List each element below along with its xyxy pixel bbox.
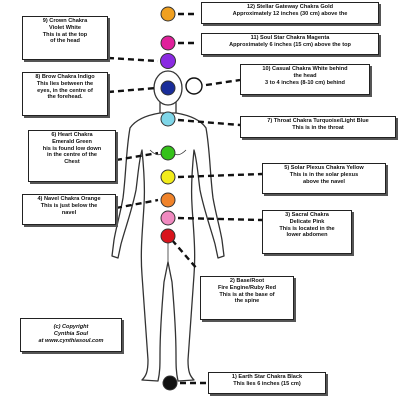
- brow-line-3: eyes, in the centre of: [37, 87, 93, 94]
- soul-star-label: 11) Soul Star Chakra Magenta Approximate…: [201, 33, 379, 55]
- base-chakra-dot: [160, 228, 176, 244]
- base-line-1: 2) Base/Root: [229, 278, 265, 284]
- causal-label: 10) Casual Chakra White behind the head …: [240, 64, 370, 95]
- sacral-line-3: This is located in the: [279, 225, 335, 232]
- stellar-gateway-chakra-dot: [160, 6, 176, 22]
- navel-line-3: navel: [61, 209, 77, 216]
- sacral-line-2: Delicate Pink: [289, 218, 325, 225]
- brow-line-1: 8) Brow Chakra Indigo: [35, 74, 95, 80]
- soul-star-line-2: Approximately 6 inches (15 cm) above the…: [229, 41, 351, 48]
- heart-line-5: Chest: [64, 159, 80, 166]
- earth-line-1: 1) Earth Star Chakra Black: [231, 374, 303, 380]
- stellar-line-2: Approximately 12 inches (30 cm) above th…: [232, 10, 348, 17]
- crown-line-1: 9) Crown Chakra: [42, 18, 88, 24]
- sacral-line-1: 3) Sacral Chakra: [285, 212, 329, 218]
- brow-line-2: This lies between the: [36, 80, 94, 87]
- brow-label: 8) Brow Chakra Indigo This lies between …: [22, 72, 108, 116]
- brow-chakra-dot: [160, 80, 176, 96]
- crown-line-2: Violet White: [49, 24, 81, 31]
- heart-label: 6) Heart Chakra Emerald Green his is fou…: [28, 130, 116, 182]
- sacral-label: 3) Sacral Chakra Delicate Pink This is l…: [262, 210, 352, 254]
- base-line-3: This is at the base of: [219, 291, 275, 298]
- soul-star-line-1: 11) Soul Star Chakra Magenta: [250, 35, 330, 41]
- throat-line-2: This is in the throat: [292, 124, 344, 131]
- soul-star-chakra-dot: [160, 35, 176, 51]
- crown-label: 9) Crown Chakra Violet White This is at …: [22, 16, 108, 60]
- brow-line-4: the forehead.: [47, 94, 83, 101]
- navel-line-1: 4) Navel Chakra Orange: [37, 196, 101, 202]
- copyright-line-1: (c) Copyright: [53, 324, 89, 330]
- causal-line-3: 3 to 4 inches (8-10 cm) behind: [265, 79, 345, 86]
- base-root-label: 2) Base/Root Fire Engine/Ruby Red This i…: [200, 276, 294, 320]
- heart-line-4: in the centre of the: [46, 152, 98, 159]
- copyright-notice: (c) Copyright Cynthia Soul at www.cynthi…: [20, 318, 122, 352]
- navel-label: 4) Navel Chakra Orange This is just belo…: [22, 194, 116, 225]
- solar-line-3: above the navel: [303, 178, 345, 185]
- causal-line-1: 10) Casual Chakra White behind: [262, 66, 348, 72]
- causal-line-2: the head: [293, 72, 317, 79]
- solar-line-1: 5) Solar Plexus Chakra Yellow: [284, 165, 364, 171]
- solar-line-2: This is in the solar plexus: [289, 171, 359, 178]
- throat-label: 7) Throat Chakra Turquoise/Light Blue Th…: [240, 116, 396, 138]
- navel-line-2: This is just below the: [40, 202, 98, 209]
- connector-lines: [107, 12, 263, 385]
- solar-plexus-label: 5) Solar Plexus Chakra Yellow This is in…: [262, 163, 386, 194]
- stellar-line-1: 12) Stellar Gateway Chakra Gold: [246, 4, 334, 10]
- earth-line-2: This lies 6 inches (15 cm): [233, 380, 301, 387]
- heart-line-1: 6) Heart Chakra: [51, 132, 93, 138]
- sacral-line-4: lower abdomen: [286, 232, 328, 239]
- copyright-line-3: at www.cynthiasoul.com: [38, 337, 104, 344]
- earth-star-label: 1) Earth Star Chakra Black This lies 6 i…: [208, 372, 326, 394]
- base-line-4: the spine: [234, 298, 260, 305]
- throat-chakra-dot: [160, 111, 176, 127]
- earth-star-chakra-dot: [162, 375, 178, 391]
- base-line-2: Fire Engine/Ruby Red: [217, 284, 277, 291]
- copyright-line-2: Cynthia Soul: [53, 330, 89, 337]
- crown-line-4: of the head: [50, 38, 80, 45]
- solar-plexus-chakra-dot: [160, 169, 176, 185]
- heart-chakra-dot: [160, 145, 176, 161]
- stellar-gateway-label: 12) Stellar Gateway Chakra Gold Approxim…: [201, 2, 379, 24]
- crown-chakra-dot: [160, 53, 176, 69]
- throat-line-1: 7) Throat Chakra Turquoise/Light Blue: [267, 118, 369, 124]
- crown-line-3: This is at the top: [42, 31, 88, 38]
- chakra-points: [160, 6, 203, 391]
- sacral-chakra-dot: [160, 210, 176, 226]
- heart-line-3: his is found low down: [42, 145, 102, 152]
- causal-chakra-dot: [185, 77, 203, 95]
- navel-chakra-dot: [160, 192, 176, 208]
- heart-line-2: Emerald Green: [52, 138, 92, 145]
